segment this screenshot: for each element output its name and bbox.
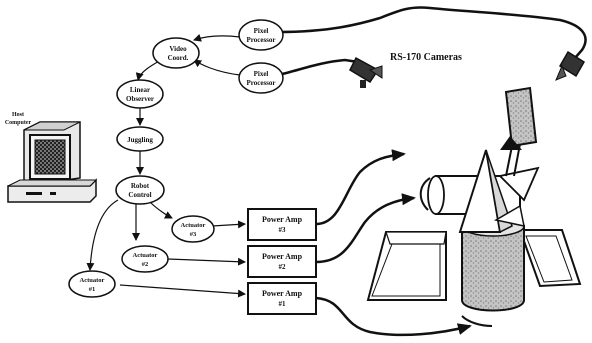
drive-cable-1 (315, 296, 472, 337)
actuator-2-line1: Actuator (133, 252, 158, 259)
host-computer-label-line1: Host (12, 112, 24, 118)
pixel-processor-2-line2: Processor (246, 79, 275, 87)
robot-control-line2: Control (128, 191, 151, 199)
power-amp-2-box: Power Amp #2 (247, 245, 317, 278)
actuator-2-line2: #2 (142, 261, 149, 268)
video-coord-node: Video Coord. (152, 37, 200, 69)
actuator-3-node: Actuator #3 (171, 215, 215, 243)
power-amp-3-line2: #3 (279, 226, 287, 234)
juggling-label: Juggling (127, 136, 153, 144)
linear-observer-line2: Observer (126, 95, 154, 103)
camera-1-icon (349, 56, 383, 88)
power-amp-1-line2: #1 (279, 300, 287, 308)
pixel-processor-1-node: Pixel Processor (238, 19, 284, 51)
linear-observer-node: Linear Observer (116, 79, 164, 109)
drive-cable-2 (315, 193, 416, 264)
cameras-label: RS-170 Cameras (390, 52, 462, 63)
host-computer-label-line2: Computer (5, 120, 32, 126)
computer-icon (7, 121, 98, 203)
pixel-processor-1-line2: Processor (246, 36, 275, 44)
juggling-node: Juggling (116, 126, 164, 152)
actuator-1-line1: Actuator (80, 277, 105, 284)
pixel-processor-2-line1: Pixel (254, 70, 269, 78)
power-amps: Power Amp #3 Power Amp #2 Power Amp #1 (247, 208, 317, 315)
power-amp-1-box: Power Amp #1 (247, 282, 317, 315)
power-amp-3-line1: Power Amp (262, 215, 303, 224)
robot-control-line1: Robot (131, 182, 150, 190)
actuator-3-line2: #3 (190, 231, 197, 238)
power-amp-1-line1: Power Amp (262, 289, 303, 298)
processing-flow: Pixel Processor Pixel Processor Video Co… (68, 19, 284, 298)
robot-control-node: Robot Control (115, 175, 165, 205)
camera-cables (277, 6, 587, 77)
video-coord-line2: Coord. (168, 54, 189, 62)
power-amp-2-line2: #2 (279, 263, 287, 271)
camera-2-icon (555, 50, 586, 81)
flow-connectors (86, 33, 246, 298)
linear-observer-line1: Linear (130, 86, 150, 94)
juggling-robot-illustration (366, 86, 582, 327)
actuator-2-node: Actuator #2 (121, 245, 169, 273)
actuator-3-line1: Actuator (181, 222, 206, 229)
video-coord-line1: Video (169, 45, 187, 53)
drive-cables (315, 149, 472, 337)
pixel-processor-1-line1: Pixel (254, 27, 269, 35)
power-amp-2-line1: Power Amp (262, 252, 303, 261)
host-computer: Host Computer (5, 112, 98, 203)
power-amp-3-box: Power Amp #3 (247, 208, 317, 241)
actuator-1-node: Actuator #1 (68, 270, 116, 298)
actuator-1-line2: #1 (89, 286, 96, 293)
drive-cable-3 (315, 149, 406, 226)
pixel-processor-2-node: Pixel Processor (238, 62, 284, 94)
